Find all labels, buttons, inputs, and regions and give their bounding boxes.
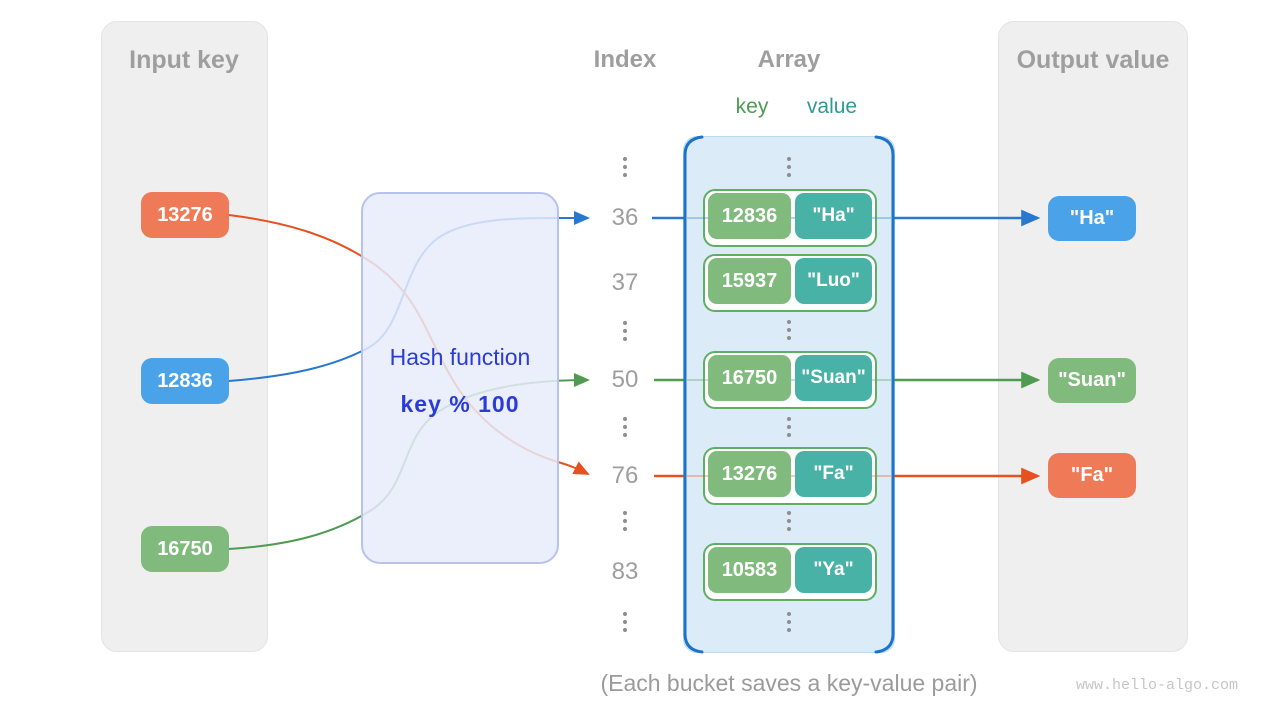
- index-50: 50: [611, 366, 639, 393]
- input-key-16750: 16750: [141, 526, 229, 572]
- value-header: value: [806, 95, 858, 118]
- bucket-value: "Ha": [795, 193, 872, 239]
- bucket-key: 10583: [708, 547, 791, 593]
- output-value-fa: "Fa": [1048, 453, 1136, 498]
- index-ellipsis: [623, 509, 627, 533]
- index-36: 36: [611, 204, 639, 231]
- array-ellipsis: [787, 509, 791, 533]
- hash-function-label: Hash function: [389, 344, 531, 370]
- bucket-key: 15937: [708, 258, 791, 304]
- array-ellipsis: [787, 318, 791, 342]
- output-panel-title: Output value: [1016, 46, 1170, 74]
- index-ellipsis: [623, 610, 627, 634]
- bucket-row-76: 13276 "Fa": [683, 447, 895, 505]
- index-column-title: Index: [593, 46, 657, 73]
- bucket-row-50: 16750 "Suan": [683, 351, 895, 409]
- bucket-value: "Fa": [795, 451, 872, 497]
- array-ellipsis: [787, 155, 791, 179]
- bucket-row-37: 15937 "Luo": [683, 254, 895, 312]
- bucket-value: "Luo": [795, 258, 872, 304]
- output-value-suan: "Suan": [1048, 358, 1136, 403]
- input-key-12836: 12836: [141, 358, 229, 404]
- bucket-key: 13276: [708, 451, 791, 497]
- hash-function-formula: key % 100: [400, 391, 520, 417]
- index-37: 37: [611, 269, 639, 296]
- watermark-url: www.hello-algo.com: [1075, 677, 1238, 694]
- index-ellipsis: [623, 319, 627, 343]
- input-key-13276: 13276: [141, 192, 229, 238]
- output-value-ha: "Ha": [1048, 196, 1136, 241]
- index-ellipsis: [623, 415, 627, 439]
- input-panel-title: Input key: [129, 46, 239, 74]
- key-header: key: [735, 95, 769, 118]
- output-panel: [998, 21, 1188, 652]
- index-76: 76: [611, 462, 639, 489]
- index-83: 83: [611, 558, 639, 585]
- figure-caption: (Each bucket saves a key-value pair): [600, 670, 978, 696]
- bucket-value: "Ya": [795, 547, 872, 593]
- hash-function-box: [361, 192, 559, 564]
- bucket-key: 16750: [708, 355, 791, 401]
- array-ellipsis: [787, 610, 791, 634]
- array-title: Array: [757, 46, 821, 73]
- bucket-value: "Suan": [795, 355, 872, 401]
- index-ellipsis: [623, 155, 627, 179]
- bucket-row-36: 12836 "Ha": [683, 189, 895, 247]
- array-ellipsis: [787, 415, 791, 439]
- bucket-row-83: 10583 "Ya": [683, 543, 895, 601]
- bucket-key: 12836: [708, 193, 791, 239]
